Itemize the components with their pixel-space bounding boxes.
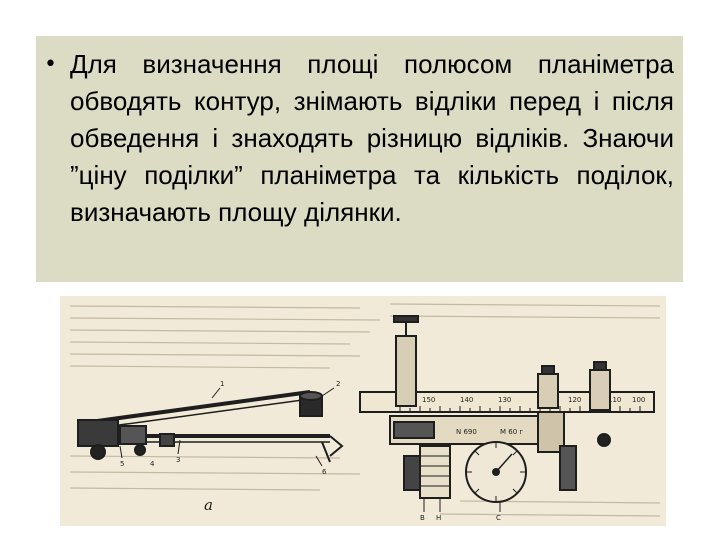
part-label-4: 4 xyxy=(150,460,155,468)
part-label-3: 3 xyxy=(176,456,180,464)
scale-number-130: 130 xyxy=(498,396,511,404)
counter-mark-m: M 60 г xyxy=(500,428,523,436)
planimeter-left xyxy=(77,387,344,467)
part-label-s: С xyxy=(496,514,501,522)
part-label-6: 6 xyxy=(322,468,327,476)
bullet-dot-icon: • xyxy=(44,52,57,77)
part-label-2: 2 xyxy=(336,380,340,388)
planimeter-counter xyxy=(359,315,655,512)
bullet-text: Для визначення площі полюсом планіметра … xyxy=(70,49,674,227)
scale-number-140: 140 xyxy=(460,396,473,404)
scale-number-120: 120 xyxy=(568,396,581,404)
bullet-item: • Для визначення площі полюсом планіметр… xyxy=(44,46,674,231)
planimeter-drawing: 1 2 3 5 6 4 а xyxy=(69,303,661,522)
part-label-n: Н xyxy=(436,514,441,522)
part-label-5: 5 xyxy=(120,460,124,468)
scale-number-100: 100 xyxy=(632,396,645,404)
text-panel: • Для визначення площі полюсом планіметр… xyxy=(36,36,683,282)
part-label-1: 1 xyxy=(220,380,224,388)
figure-panel-label: а xyxy=(204,496,213,514)
scale-number-150: 150 xyxy=(422,396,435,404)
scale-number-110: 110 xyxy=(608,396,621,404)
counter-mark-n: N 690 xyxy=(456,428,477,436)
planimeter-figure: 1 2 3 5 6 4 а xyxy=(60,296,666,526)
part-label-v: В xyxy=(420,514,425,522)
